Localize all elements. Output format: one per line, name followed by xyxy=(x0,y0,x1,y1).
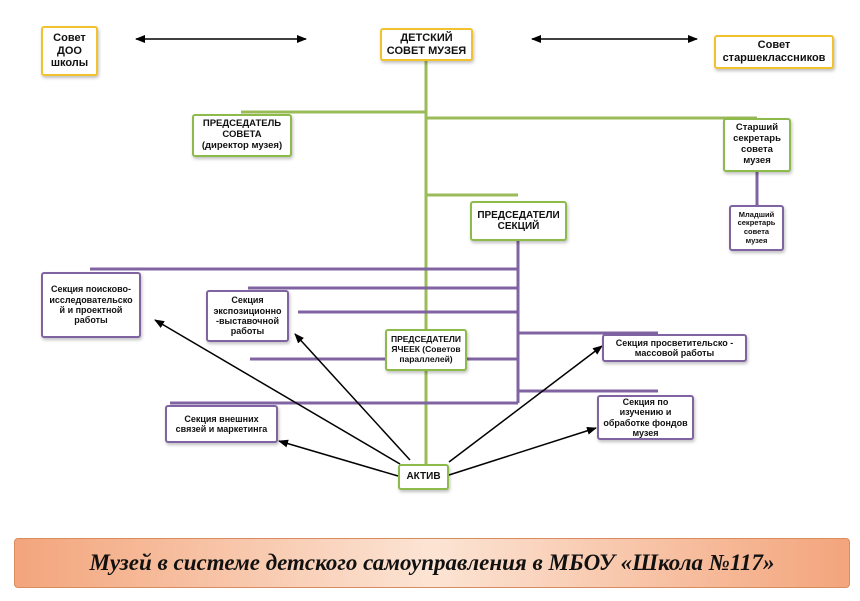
activ-box: АКТИВ xyxy=(398,464,449,490)
senior-council-box: Совет старшеклассников xyxy=(714,35,834,69)
cell-chairs-box: ПРЕДСЕДАТЕЛИ ЯЧЕЕК (Советов параллелей) xyxy=(385,329,467,371)
section-education-box: Секция просветительско - массовой работы xyxy=(602,334,747,362)
activ-arrow-funds xyxy=(448,426,597,476)
activ-arrow-exposition xyxy=(294,333,411,461)
banner-title: Музей в системе детского самоуправления … xyxy=(89,550,775,575)
section-external-label: Секция внешних связей и маркетинга xyxy=(175,413,268,434)
chairman-label: ПРЕДСЕДАТЕЛЬ СОВЕТА (директор музея) xyxy=(201,118,283,151)
chairman-box: ПРЕДСЕДАТЕЛЬ СОВЕТА (директор музея) xyxy=(192,114,292,157)
section-exposition-box: Секция экспозиционно -выставочной работы xyxy=(206,290,289,342)
section-chairs-label: ПРЕДСЕДАТЕЛИ СЕКЦИЙ xyxy=(477,209,560,233)
section-search-box: Секция поисково- исследовательско й и пр… xyxy=(41,272,141,338)
cell-chairs-label: ПРЕДСЕДАТЕЛИ ЯЧЕЕК (Советов параллелей) xyxy=(390,334,462,364)
title-banner: Музей в системе детского самоуправления … xyxy=(14,538,850,588)
children-council-label: ДЕТСКИЙ СОВЕТ МУЗЕЯ xyxy=(386,31,467,57)
section-education-label: Секция просветительско - массовой работы xyxy=(615,337,734,358)
junior-secretary-box: Младший секретарь совета музея xyxy=(729,205,784,251)
sovet-doo-box: Совет ДОО школы xyxy=(41,26,98,76)
section-funds-label: Секция по изучению и обработке фондов му… xyxy=(603,396,688,438)
section-external-box: Секция внешних связей и маркетинга xyxy=(165,405,278,443)
senior-secretary-label: Старший секретарь совета музея xyxy=(733,122,781,166)
section-search-label: Секция поисково- исследовательско й и пр… xyxy=(49,284,133,326)
activ-label: АКТИВ xyxy=(406,471,441,483)
senior-secretary-box: Старший секретарь совета музея xyxy=(723,118,791,172)
children-council-box: ДЕТСКИЙ СОВЕТ МУЗЕЯ xyxy=(380,28,473,61)
sovet-doo-label: Совет ДОО школы xyxy=(50,32,89,70)
activ-arrow-external xyxy=(278,439,399,477)
section-funds-box: Секция по изучению и обработке фондов му… xyxy=(597,395,694,440)
junior-secretary-label: Младший секретарь совета музея xyxy=(737,209,776,245)
senior-council-label: Совет старшеклассников xyxy=(722,39,826,64)
section-chairs-box: ПРЕДСЕДАТЕЛИ СЕКЦИЙ xyxy=(470,201,567,241)
activ-arrow-search xyxy=(154,319,401,465)
activ-arrow-education xyxy=(448,345,603,463)
section-exposition-label: Секция экспозиционно -выставочной работы xyxy=(213,295,282,337)
